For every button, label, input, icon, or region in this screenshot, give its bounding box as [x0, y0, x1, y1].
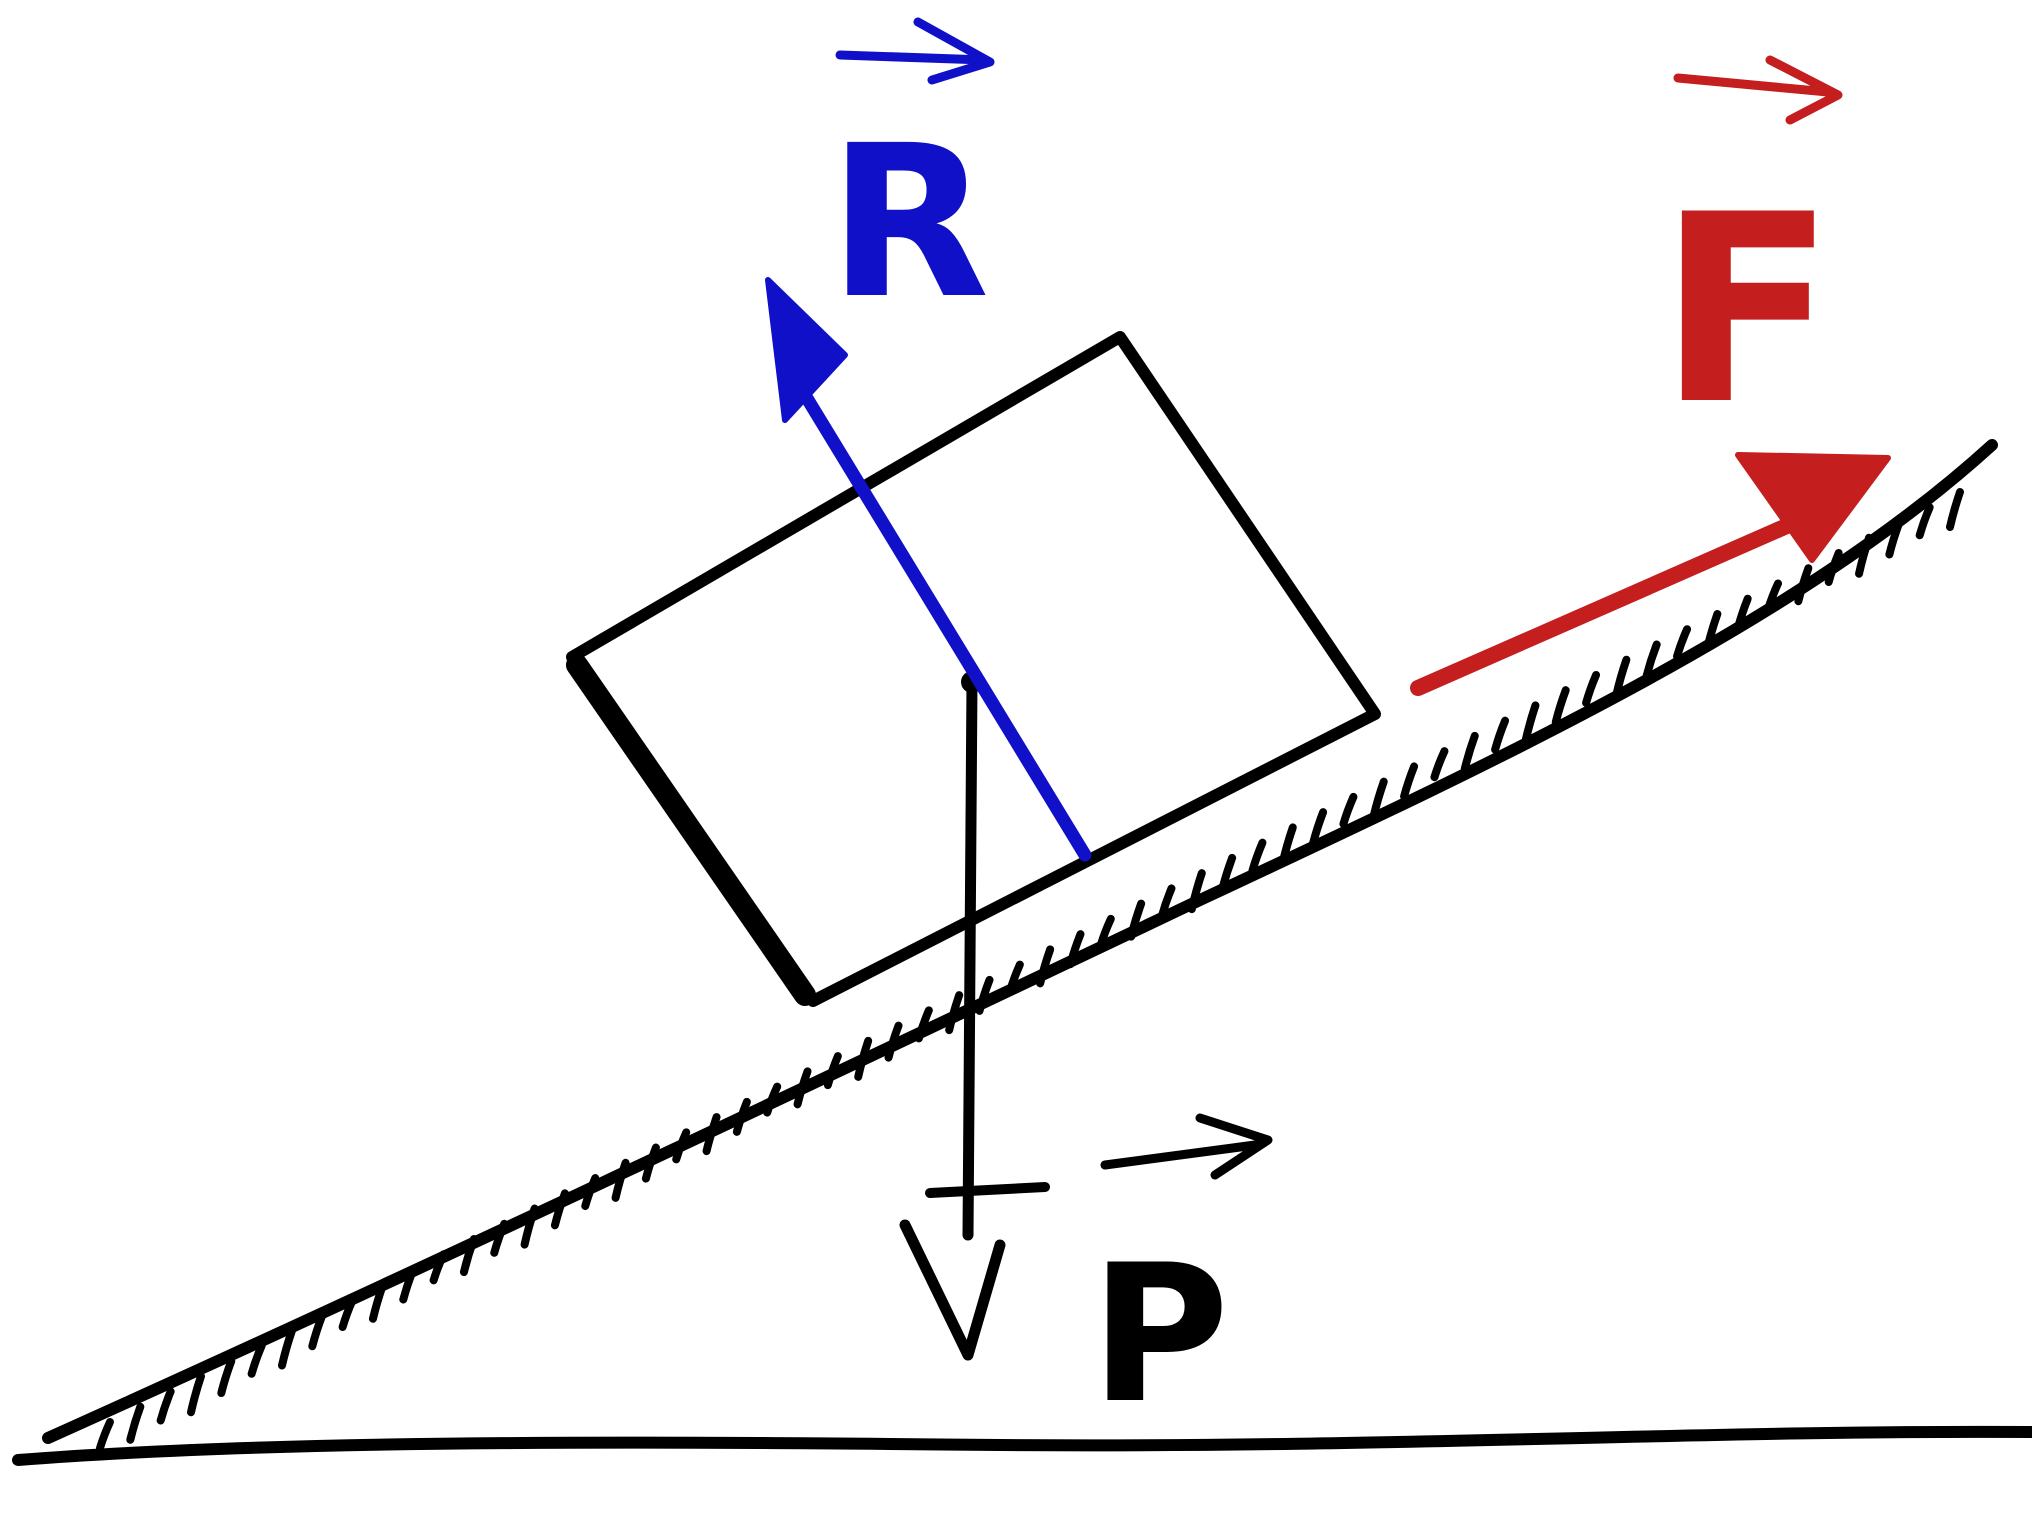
hatch-mark: [1005, 960, 1024, 996]
hatch-mark: [520, 1204, 539, 1249]
hatch-mark: [702, 1113, 721, 1156]
hatch-mark: [884, 1021, 903, 1062]
hatch-mark: [1248, 838, 1267, 875]
reaction-vector-label: R: [828, 17, 995, 345]
hatch-mark: [672, 1128, 691, 1164]
hatch-mark: [793, 1067, 812, 1109]
hatch-mark: [1309, 808, 1328, 848]
hatch-mark: [1491, 716, 1510, 754]
hatch-mark: [1430, 747, 1449, 782]
hatch-mark: [1369, 777, 1388, 820]
hatch-mark: [1127, 899, 1146, 941]
hatch-mark: [1642, 640, 1661, 680]
hatch-mark: [490, 1219, 509, 1257]
hatch-mark: [1278, 823, 1297, 867]
hatch-mark: [550, 1189, 569, 1230]
hatch-mark: [945, 991, 964, 1035]
hatch-mark: [1157, 884, 1176, 922]
hatch-mark: [1218, 853, 1237, 894]
hatch-mark: [823, 1052, 842, 1090]
incline-hatching: [96, 488, 1964, 1452]
hatch-mark: [1946, 488, 1964, 531]
hatch-mark: [1036, 945, 1055, 988]
hatch-mark: [1612, 655, 1631, 699]
hatch-mark: [641, 1143, 660, 1183]
hatch-mark: [1764, 579, 1783, 614]
hatch-mark: [126, 1402, 145, 1444]
hatch-mark: [156, 1387, 175, 1425]
hatch-mark: [732, 1097, 751, 1136]
force-label: F: [1658, 160, 1836, 462]
hatch-mark: [914, 1006, 933, 1043]
hatch-mark: [581, 1174, 600, 1211]
hatch-mark: [975, 975, 994, 1015]
hatch-mark: [1187, 869, 1206, 914]
hatch-mark: [368, 1280, 387, 1323]
hatch-mark: [217, 1357, 236, 1398]
hatch-mark: [1460, 731, 1479, 773]
hatch-mark: [1703, 609, 1722, 652]
hatch-mark: [186, 1372, 205, 1417]
hatch-mark: [1885, 518, 1904, 559]
hatch-mark: [1096, 914, 1115, 949]
weight-label: P: [1090, 1224, 1229, 1445]
hatch-mark: [308, 1311, 327, 1351]
force-vector-label: F: [1658, 55, 1843, 462]
hatch-mark: [611, 1158, 630, 1202]
force-label-arrow-icon: [1673, 55, 1843, 125]
hatch-mark: [1673, 625, 1692, 661]
weight-vector-label: P: [1090, 1113, 1273, 1445]
hatch-mark: [1339, 792, 1358, 828]
force-vector: [1410, 452, 1891, 696]
hatch-mark: [1733, 594, 1752, 633]
hatch-mark: [338, 1296, 357, 1332]
hatch-mark: [459, 1235, 478, 1277]
reaction-label-arrow-icon: [835, 17, 995, 85]
hatch-mark: [1400, 762, 1419, 801]
incline-surface: [42, 439, 1998, 1444]
hatch-mark: [1855, 533, 1874, 578]
hatch-mark: [854, 1036, 873, 1081]
hatch-mark: [1794, 564, 1813, 606]
hatch-mark: [96, 1418, 114, 1452]
hatch-mark: [399, 1265, 418, 1304]
ground-line: [12, 1425, 2032, 1466]
weight-label-arrow-icon: [1100, 1113, 1273, 1180]
hatch-mark: [1582, 670, 1601, 707]
hatch-mark: [1521, 701, 1540, 746]
hatch-mark: [1915, 503, 1934, 540]
hatch-mark: [277, 1326, 296, 1370]
hatch-mark: [247, 1341, 266, 1378]
hatch-mark: [1551, 686, 1570, 727]
hatch-mark: [763, 1082, 782, 1117]
reaction-label: R: [828, 100, 990, 345]
hatch-mark: [429, 1250, 448, 1285]
hatch-mark: [1824, 548, 1843, 586]
hatch-mark: [1066, 930, 1085, 969]
reaction-vector: [765, 277, 1092, 862]
block: [566, 331, 1381, 1007]
